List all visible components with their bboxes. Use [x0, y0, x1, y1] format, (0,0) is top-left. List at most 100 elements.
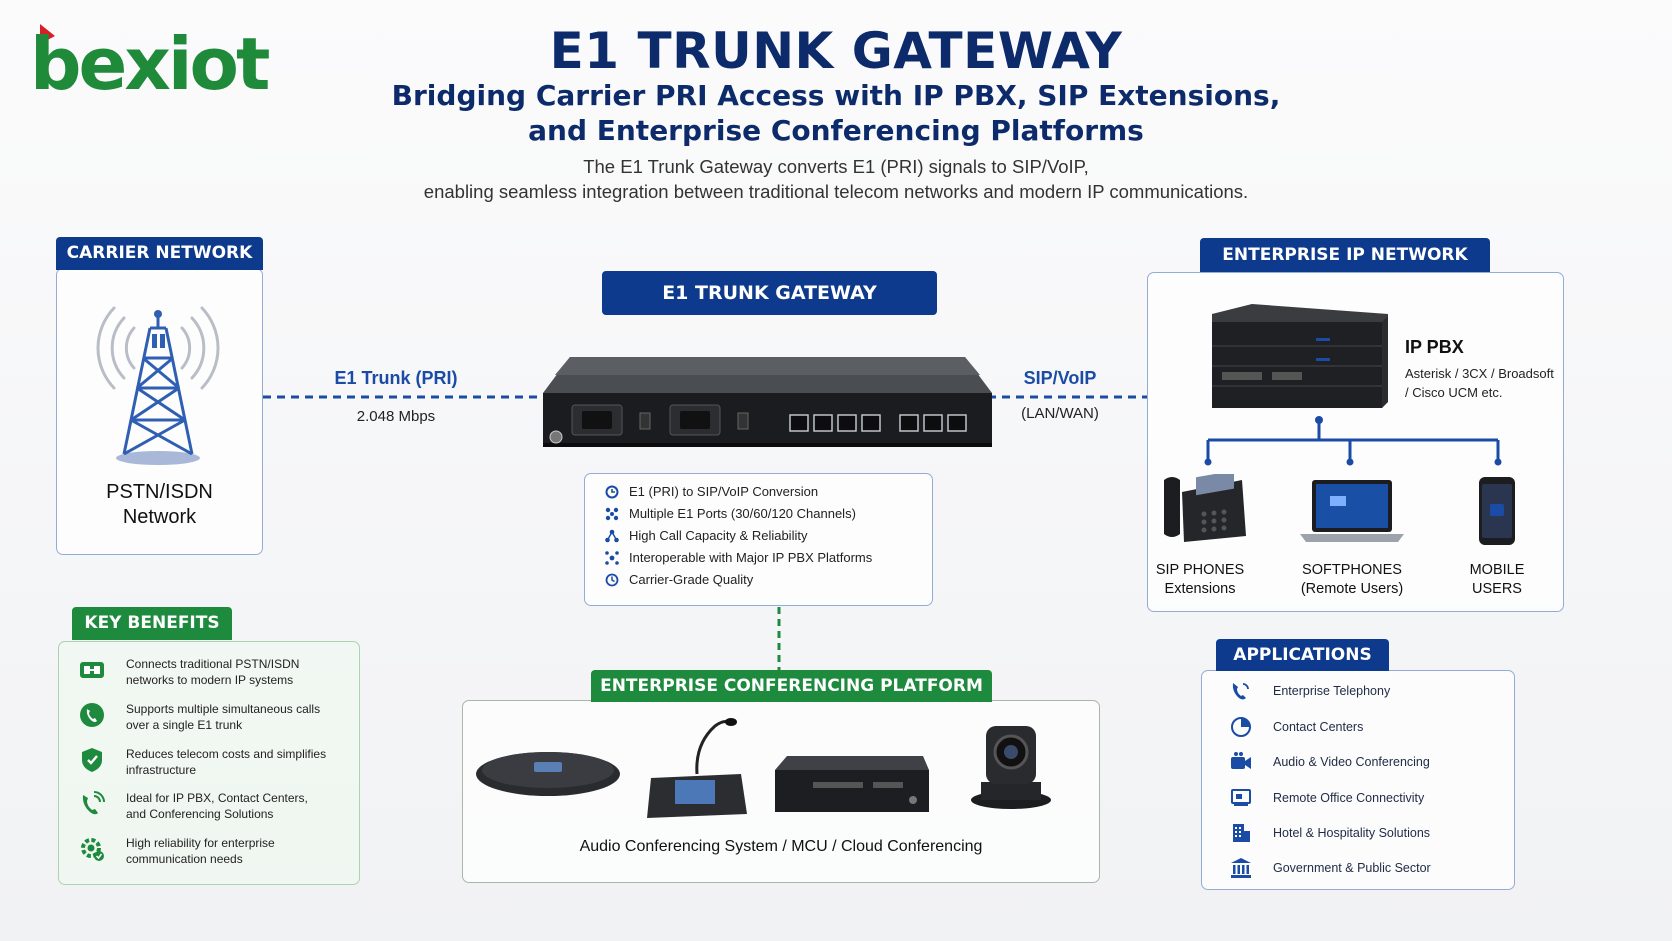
pstn-isdn-label: PSTN/ISDN Network: [56, 480, 263, 530]
pstn-label-line-1: PSTN/ISDN: [106, 481, 213, 503]
pbx-distribution-lines: [1204, 416, 1502, 466]
page-subtitle: Bridging Carrier PRI Access with IP PBX,…: [0, 78, 1672, 148]
gear-icon: [81, 838, 104, 861]
application-label: Enterprise Telephony: [1273, 684, 1391, 698]
key-benefits-panel: [58, 641, 360, 885]
convert-icon: [605, 485, 619, 498]
benefit-line-1: Reduces telecom costs and simplifies: [126, 747, 327, 761]
e1-gateway-tab: E1 TRUNK GATEWAY: [602, 271, 937, 315]
application-item: Enterprise Telephony: [1230, 680, 1390, 702]
conferencing-tab: ENTERPRISE CONFERENCING PLATFORM: [591, 670, 992, 702]
application-label: Audio & Video Conferencing: [1273, 755, 1430, 769]
ports-icon: [605, 507, 619, 520]
ip-pbx-server-image: [1212, 304, 1388, 408]
feature-label: High Call Capacity & Reliability: [629, 528, 808, 543]
sip-phones-label: SIP PHONES Extensions: [1150, 561, 1250, 599]
subtitle-line-1: Bridging Carrier PRI Access with IP PBX,…: [391, 79, 1281, 112]
description-line-2: enabling seamless integration between tr…: [423, 181, 1249, 202]
ip-pbx-title: IP PBX: [1405, 337, 1464, 357]
benefit-line-1: Supports multiple simultaneous calls: [126, 702, 321, 716]
carrier-network-tab: CARRIER NETWORK: [56, 237, 263, 270]
benefit-item: Ideal for IP PBX, Contact Centers, and Co…: [78, 790, 336, 822]
shield-icon: [82, 748, 102, 772]
page-description: The E1 Trunk Gateway converts E1 (PRI) s…: [0, 154, 1672, 204]
sip-phone-image: [1164, 474, 1246, 542]
feature-item: E1 (PRI) to SIP/VoIP Conversion: [605, 484, 818, 499]
speakerphone-image: [476, 752, 620, 796]
phone-call-icon: [80, 703, 104, 727]
page-title: E1 TRUNK GATEWAY: [549, 22, 1123, 80]
description-line-1: The E1 Trunk Gateway converts E1 (PRI) s…: [583, 156, 1089, 177]
network-icon: [605, 529, 619, 542]
application-label: Remote Office Connectivity: [1273, 791, 1425, 805]
device-label-line-2: (Remote Users): [1300, 581, 1404, 597]
remote-office-icon: [1231, 789, 1251, 806]
e1-trunk-rate: 2.048 Mbps: [356, 408, 436, 425]
cell-tower-icon: [96, 306, 220, 465]
contact-center-icon: [1231, 717, 1251, 737]
telephony-icon: [1232, 683, 1249, 700]
phone-wave-icon: [82, 791, 105, 815]
benefit-line-2: communication needs: [126, 852, 243, 866]
gateway-device-image: [543, 357, 992, 447]
feature-item: Interoperable with Major IP PBX Platform…: [605, 550, 872, 565]
logo-text: bexiot: [30, 22, 270, 106]
application-label: Contact Centers: [1273, 720, 1364, 734]
feature-label: Interoperable with Major IP PBX Platform…: [629, 550, 873, 565]
softphone-laptop-image: [1300, 480, 1404, 542]
benefit-text: Reduces telecom costs and simplifies infr…: [126, 746, 336, 778]
applications-panel: [1201, 670, 1515, 890]
application-item: Audio & Video Conferencing: [1230, 751, 1430, 773]
mcu-device-image: [775, 756, 929, 812]
enterprise-ip-tab: ENTERPRISE IP NETWORK: [1200, 238, 1490, 272]
device-label-line-2: Extensions: [1164, 581, 1236, 597]
sip-voip-label: SIP/VoIP: [1023, 368, 1097, 388]
benefit-line-1: Connects traditional PSTN/ISDN: [126, 657, 300, 671]
feature-label: E1 (PRI) to SIP/VoIP Conversion: [629, 484, 819, 499]
feature-item: Carrier-Grade Quality: [605, 572, 753, 587]
sip-voip-sublabel: (LAN/WAN): [1021, 405, 1099, 422]
benefit-item: Reduces telecom costs and simplifies infr…: [78, 746, 336, 778]
hotel-icon: [1233, 824, 1250, 842]
hub-icon: [605, 550, 619, 565]
ptz-camera-image: [971, 726, 1051, 809]
benefit-line-2: infrastructure: [126, 763, 197, 777]
logo-flag-icon: [40, 24, 55, 44]
device-label-line-1: MOBILE: [1469, 562, 1525, 578]
pstn-label-line-2: Network: [122, 506, 197, 528]
mobile-users-label: MOBILE USERS: [1454, 561, 1540, 599]
application-item: Government & Public Sector: [1230, 857, 1431, 879]
application-label: Government & Public Sector: [1273, 861, 1431, 875]
benefit-text: Ideal for IP PBX, Contact Centers, and Co…: [126, 790, 336, 822]
application-item: Contact Centers: [1230, 716, 1363, 738]
feature-item: High Call Capacity & Reliability: [605, 528, 807, 543]
bexiot-logo: bexiot: [30, 22, 270, 112]
e1-trunk-label: E1 Trunk (PRI): [334, 368, 458, 388]
government-icon: [1231, 858, 1251, 878]
benefit-text: High reliability for enterprise communica…: [126, 835, 336, 867]
device-label-line-1: SIP PHONES: [1155, 562, 1245, 578]
benefit-line-2: and Conferencing Solutions: [126, 807, 274, 821]
subtitle-line-2: and Enterprise Conferencing Platforms: [528, 114, 1144, 147]
gateway-features-panel: E1 (PRI) to SIP/VoIP Conversion Multiple…: [584, 473, 933, 606]
mobile-phone-image: [1479, 477, 1515, 545]
feature-item: Multiple E1 Ports (30/60/120 Channels): [605, 506, 856, 521]
video-icon: [1231, 752, 1251, 769]
softphones-label: SOFTPHONES (Remote Users): [1290, 561, 1414, 599]
benefit-line-1: High reliability for enterprise: [126, 836, 275, 850]
applications-tab: APPLICATIONS: [1216, 639, 1389, 671]
device-label-line-1: SOFTPHONES: [1302, 562, 1402, 578]
benefit-item: High reliability for enterprise communica…: [78, 835, 336, 867]
application-label: Hotel & Hospitality Solutions: [1273, 826, 1431, 840]
conference-microphone-image: [647, 718, 747, 818]
application-item: Hotel & Hospitality Solutions: [1230, 822, 1430, 844]
benefit-line-1: Ideal for IP PBX, Contact Centers,: [126, 791, 308, 805]
device-label-line-2: USERS: [1472, 581, 1522, 597]
clock-icon: [605, 573, 619, 586]
key-benefits-tab: KEY BENEFITS: [72, 607, 232, 640]
feature-label: Carrier-Grade Quality: [629, 572, 754, 587]
ip-pbx-description: Asterisk / 3CX / Broadsoft / Cisco UCM e…: [1405, 366, 1554, 400]
